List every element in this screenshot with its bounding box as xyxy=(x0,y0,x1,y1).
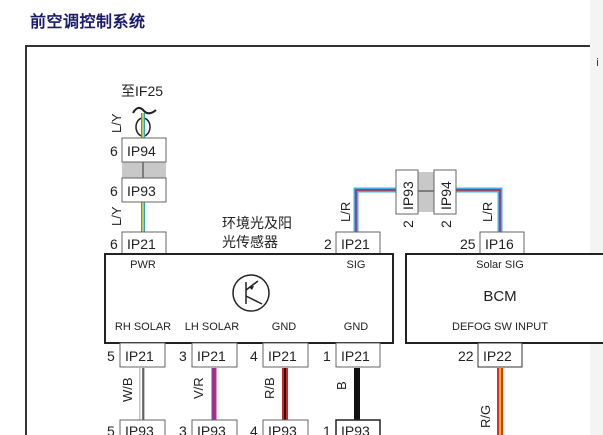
svg-text:6: 6 xyxy=(110,236,118,252)
bcm-defog-label: DEFOG SW INPUT xyxy=(452,321,548,333)
svg-text:IP21: IP21 xyxy=(341,348,370,364)
phototransistor-icon xyxy=(232,274,270,312)
svg-text:1: 1 xyxy=(323,423,331,435)
bcm-box xyxy=(405,253,603,344)
connector-ip22: 22 IP22 xyxy=(458,342,523,368)
sensor-name-line2: 光传感器 xyxy=(222,234,278,250)
connector-ip93-left: 6 IP93 xyxy=(110,177,167,203)
connector-ip93-bottom: 3 IP93 xyxy=(179,419,238,435)
svg-text:2: 2 xyxy=(438,220,454,228)
svg-text:IP21: IP21 xyxy=(341,236,370,252)
connector-ip21-pwr: 6 IP21 xyxy=(110,231,167,255)
svg-text:22: 22 xyxy=(458,348,474,364)
svg-text:IP94: IP94 xyxy=(127,143,156,159)
connector-ip21-sig: 2 IP21 xyxy=(324,231,381,255)
svg-text:IP93: IP93 xyxy=(197,423,226,435)
wire-label: L/R xyxy=(480,202,495,222)
svg-text:25: 25 xyxy=(460,236,476,252)
connector-ip93-bottom: 4 IP93 xyxy=(250,419,309,435)
side-link[interactable]: i xyxy=(596,56,600,69)
sensor-box xyxy=(104,253,394,344)
svg-text:IP93: IP93 xyxy=(125,423,154,435)
svg-text:IP93: IP93 xyxy=(268,423,297,435)
diagram-frame xyxy=(25,45,590,435)
sensor-gnd-label: GND xyxy=(344,321,369,333)
wire-label: R/B xyxy=(262,377,277,399)
feed-label: 至IF25 xyxy=(121,83,163,99)
wire-label: L/Y xyxy=(109,206,124,226)
bcm-solar-sig-label: Solar SIG xyxy=(476,259,524,271)
wire-label: L/R xyxy=(338,202,353,222)
svg-text:IP93: IP93 xyxy=(341,423,370,435)
wire-label: W/B xyxy=(120,377,135,402)
page-title: 前空调控制系统 xyxy=(30,12,146,31)
connector-ip93-inline: IP93 2 xyxy=(395,169,419,228)
svg-text:5: 5 xyxy=(107,423,115,435)
svg-text:IP21: IP21 xyxy=(268,348,297,364)
sensor-name-line1: 环境光及阳 xyxy=(222,215,292,231)
connector-ip93-bottom: 1 IP93 xyxy=(323,419,381,435)
sensor-rh-solar-label: RH SOLAR xyxy=(115,321,171,333)
svg-text:IP21: IP21 xyxy=(127,236,156,252)
svg-text:IP22: IP22 xyxy=(483,348,512,364)
wire-label: V/R xyxy=(191,377,206,399)
svg-text:2: 2 xyxy=(324,236,332,252)
wire-label: B xyxy=(334,381,349,390)
svg-text:IP16: IP16 xyxy=(485,236,514,252)
sensor-lh-solar-label: LH SOLAR xyxy=(185,321,239,333)
svg-text:IP21: IP21 xyxy=(197,348,226,364)
connector-ip21-gnd: 1 IP21 xyxy=(323,342,381,368)
wire-label: R/G xyxy=(478,405,493,428)
sensor-sig-label: SIG xyxy=(347,259,366,271)
connector-ip93-bottom: 5 IP93 xyxy=(107,419,166,435)
svg-text:6: 6 xyxy=(110,143,118,159)
connector-ip21-lh-solar: 3 IP21 xyxy=(179,342,238,368)
sensor-gnd-label: GND xyxy=(272,321,297,333)
wire-W-B xyxy=(139,368,145,420)
svg-text:4: 4 xyxy=(250,348,258,364)
svg-text:1: 1 xyxy=(323,348,331,364)
svg-text:IP94: IP94 xyxy=(438,181,454,210)
bcm-name: BCM xyxy=(483,288,516,305)
svg-text:IP93: IP93 xyxy=(400,181,416,210)
connector-ip16: 25 IP16 xyxy=(460,231,525,255)
svg-text:3: 3 xyxy=(179,348,187,364)
connector-ip94-left: 6 IP94 xyxy=(110,137,167,163)
svg-text:IP93: IP93 xyxy=(127,183,156,199)
wire-label: L/Y xyxy=(109,113,124,133)
connector-ip21-gnd: 4 IP21 xyxy=(250,342,309,368)
connector-ip21-rh-solar: 5 IP21 xyxy=(107,342,166,368)
connector-mate xyxy=(418,172,434,212)
svg-text:2: 2 xyxy=(400,220,416,228)
svg-text:3: 3 xyxy=(179,423,187,435)
svg-text:IP21: IP21 xyxy=(125,348,154,364)
svg-text:5: 5 xyxy=(107,348,115,364)
connector-mate xyxy=(122,162,166,178)
svg-text:4: 4 xyxy=(250,423,258,435)
connector-ip94-inline: IP94 2 xyxy=(433,169,457,228)
svg-text:6: 6 xyxy=(110,183,118,199)
sensor-pwr-label: PWR xyxy=(130,259,156,271)
